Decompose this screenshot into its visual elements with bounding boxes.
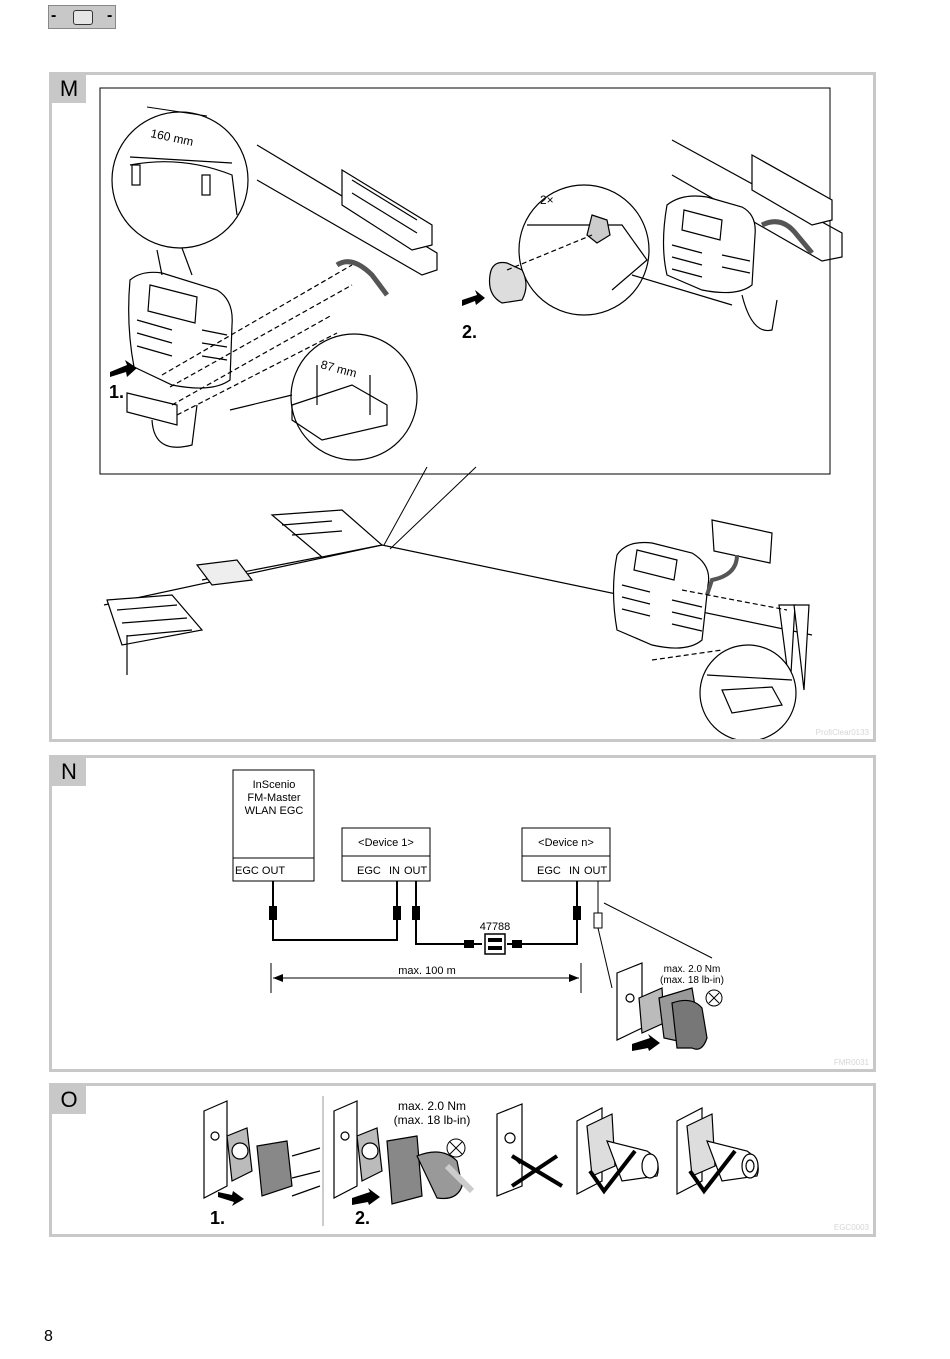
devicen-out: OUT xyxy=(584,865,608,877)
panel-o: O 1. 2. max. 2.0 Nm (max. 18 lb-in) xyxy=(49,1083,876,1237)
checkmark-icon xyxy=(688,1149,737,1195)
devicen-name: <Device n> xyxy=(538,837,594,849)
image-credit: FMR0031 xyxy=(833,1058,869,1067)
torque-value-imperial: (max. 18 lb-in) xyxy=(394,1113,471,1127)
torque-value: max. 2.0 Nm xyxy=(398,1099,466,1113)
panel-label: M xyxy=(52,75,86,103)
devicen-box xyxy=(521,827,611,882)
header-dash-right: - xyxy=(107,7,113,24)
step-1-label: 1. xyxy=(109,382,124,402)
torque-value: max. 2.0 Nm xyxy=(664,964,721,975)
master-line2: FM-Master xyxy=(247,792,301,804)
master-port: EGC OUT xyxy=(235,865,285,877)
arrow-icon xyxy=(110,360,137,377)
panel-n: N InScenio FM-Master WLAN EGC EGC OUT <D… xyxy=(49,755,876,1072)
correct-example-1 xyxy=(576,1107,659,1195)
devicen-egc: EGC xyxy=(537,865,561,877)
part-number: 47788 xyxy=(480,921,511,933)
step-2-illustration xyxy=(333,1100,475,1205)
master-line1: InScenio xyxy=(253,779,296,791)
device-right xyxy=(488,139,843,332)
devicen-in: IN xyxy=(569,865,580,877)
image-credit: ProfiClear0133 xyxy=(815,728,869,737)
step-2-label: 2. xyxy=(355,1208,370,1228)
arrow-icon xyxy=(218,1191,244,1206)
arrow-icon xyxy=(462,290,485,306)
terminator-cap-detail xyxy=(616,962,708,1050)
device1-egc: EGC xyxy=(357,865,381,877)
socket-icon xyxy=(73,10,93,25)
mounting-illustration: 160 mm 87 mm 1. 2× 2. xyxy=(99,87,843,739)
distance-label: max. 100 m xyxy=(398,965,455,977)
device-left xyxy=(111,111,438,461)
times-label: 2× xyxy=(540,193,554,207)
device1-box xyxy=(341,827,431,882)
device1-out: OUT xyxy=(404,865,428,877)
panel-label: O xyxy=(52,1086,86,1114)
device1-name: <Device 1> xyxy=(358,837,414,849)
correct-example-2 xyxy=(676,1107,759,1195)
master-line3: WLAN EGC xyxy=(245,805,304,817)
cross-icon xyxy=(510,1154,564,1188)
panel-m: M xyxy=(49,72,876,742)
step-2-label: 2. xyxy=(462,322,477,342)
arrow-icon xyxy=(632,1034,660,1051)
master-box xyxy=(232,769,315,882)
arrow-icon xyxy=(352,1188,380,1205)
wiring-diagram: InScenio FM-Master WLAN EGC EGC OUT <Dev… xyxy=(232,769,724,1051)
torque-value-imperial: (max. 18 lb-in) xyxy=(660,975,724,986)
device1-in: IN xyxy=(389,865,400,877)
panel-label: N xyxy=(52,758,86,786)
terminator-steps: 1. 2. max. 2.0 Nm (max. 18 lb-in) xyxy=(203,1096,759,1228)
step-1-illustration xyxy=(203,1100,321,1199)
cables xyxy=(272,881,599,945)
device-spikes xyxy=(612,519,810,739)
page-number: 8 xyxy=(44,1328,53,1345)
step-1-label: 1. xyxy=(210,1208,225,1228)
checkmark-icon xyxy=(588,1149,637,1195)
plug-connectors xyxy=(269,906,603,948)
header-symbol-box: - - xyxy=(48,5,116,29)
image-credit: EGC0003 xyxy=(833,1223,869,1232)
coupler-47788 xyxy=(484,933,506,955)
header-dash-left: - xyxy=(51,7,57,24)
